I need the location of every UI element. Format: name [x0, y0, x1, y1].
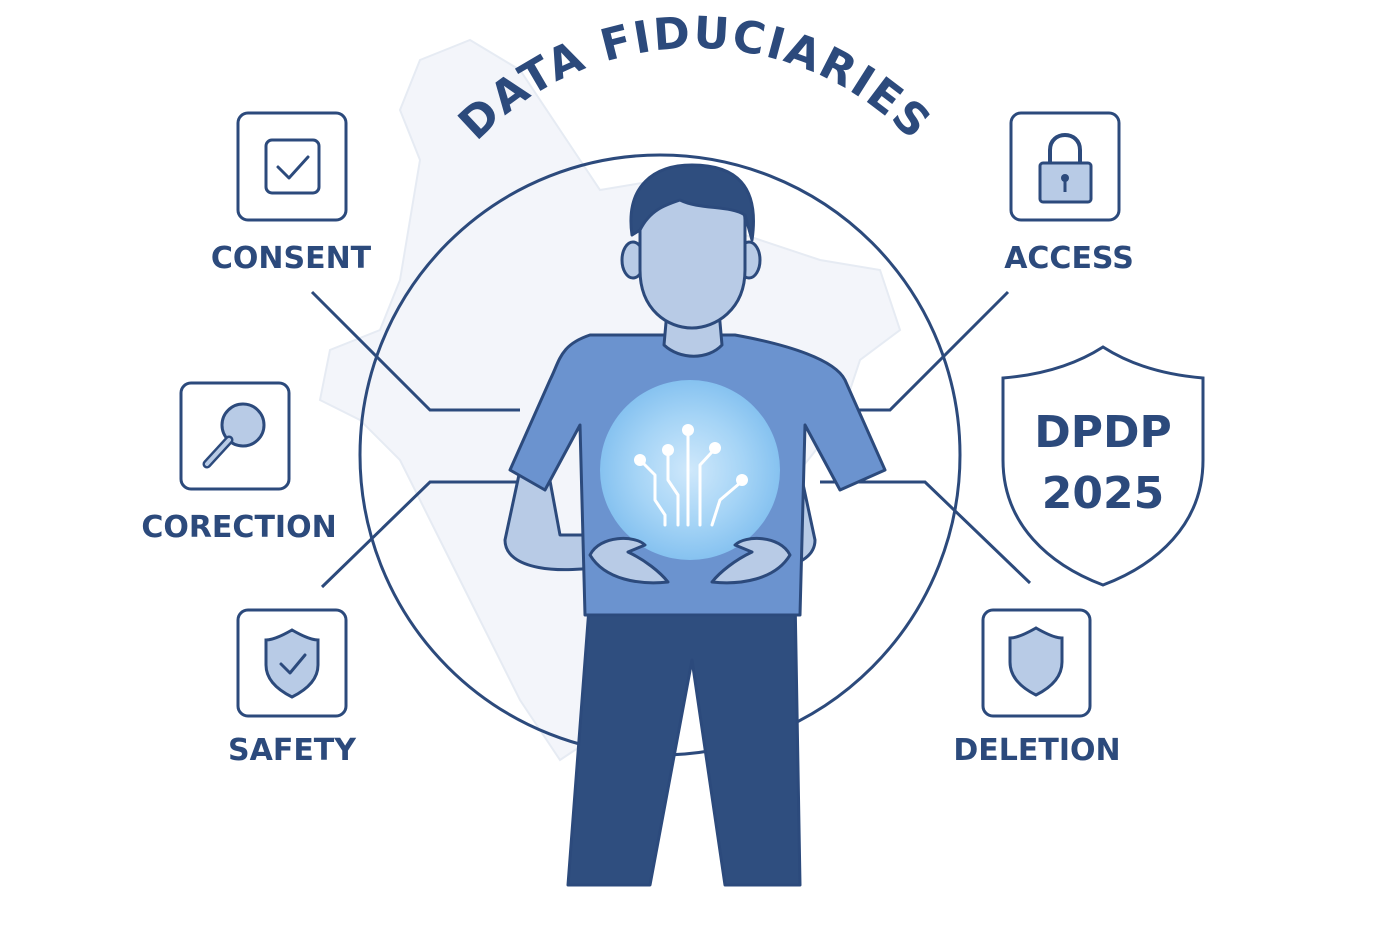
deletion-icon-box: [981, 608, 1092, 718]
consent-connector: [310, 290, 520, 412]
circuit-lines: [640, 433, 742, 527]
checkbox-icon: [264, 138, 321, 195]
padlock-icon: [1038, 133, 1093, 204]
person-pants: [566, 593, 802, 887]
person-icon: [503, 163, 887, 887]
consent-icon-box: [236, 111, 348, 222]
magnifier-icon: [202, 402, 266, 469]
deletion-connector: [820, 480, 1032, 585]
person-hair: [629, 163, 755, 242]
shield-badge-icon: [1001, 345, 1205, 587]
person-right-hand: [710, 536, 792, 585]
deletion-label: DELETION: [953, 733, 1120, 768]
correction-icon-box: [179, 381, 291, 491]
person-left-hand: [588, 536, 670, 585]
access-label: ACCESS: [1004, 241, 1134, 276]
correction-label: CORECTION: [141, 510, 336, 545]
shield-check-icon: [264, 628, 320, 699]
consent-label: CONSENT: [211, 241, 372, 276]
shield-icon: [1008, 626, 1064, 697]
safety-icon-box: [236, 608, 348, 718]
badge-line1: DPDP: [1034, 407, 1172, 458]
access-icon-box: [1009, 111, 1121, 222]
circuit-orb-icon: [600, 380, 780, 560]
badge-line2: 2025: [1042, 468, 1164, 519]
circuit-nodes: [634, 424, 748, 486]
safety-label: SAFETY: [228, 733, 357, 768]
correction-connector: [320, 480, 520, 589]
